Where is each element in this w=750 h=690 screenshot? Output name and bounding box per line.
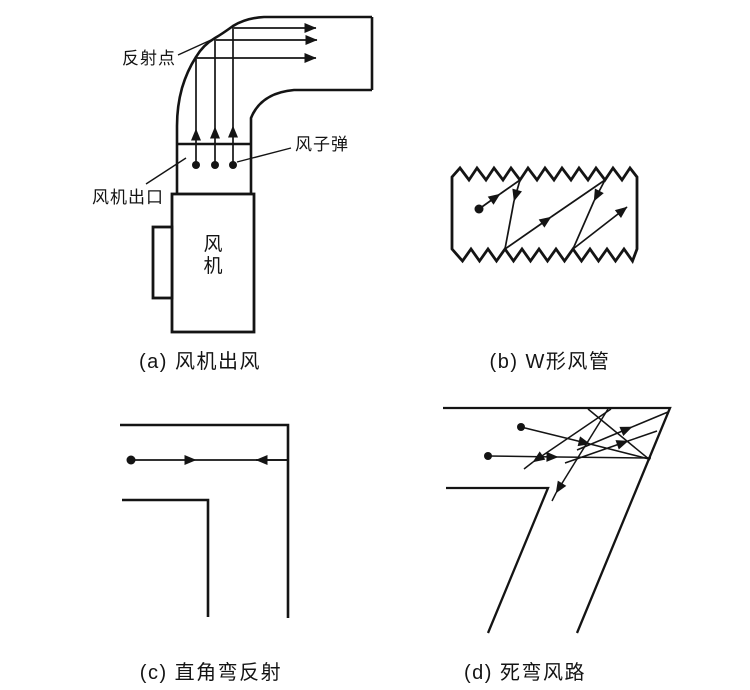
ray-bounce <box>478 193 501 210</box>
ray-bounce <box>589 443 650 460</box>
ray-bounce <box>499 179 521 195</box>
ray-bounce <box>512 179 522 202</box>
ray-bounce <box>550 179 606 218</box>
fan-label-char-1: 风 <box>203 234 222 255</box>
duct-inner-wall <box>249 88 372 194</box>
bend-outer-wall <box>120 423 290 618</box>
duct-outer-wall <box>175 15 372 194</box>
dead-bend-outer-wall <box>443 406 672 634</box>
leader-fan-outlet <box>145 157 187 185</box>
label-wind-bullet: 风子弹 <box>295 135 349 154</box>
leader-reflection-point <box>177 39 212 56</box>
ray-bounce <box>555 408 609 494</box>
ray-bounce <box>487 451 559 462</box>
ray-bounce <box>572 206 628 250</box>
ray-bounce <box>551 492 557 502</box>
ray-bounce <box>557 456 652 459</box>
fan-label-char-2: 机 <box>203 255 222 277</box>
ray-bounce <box>532 408 612 463</box>
caption-c: (c) 直角弯反射 <box>140 661 282 684</box>
label-fan-outlet: 风机出口 <box>92 188 164 207</box>
panel-b: (b) W形风管 <box>450 165 639 373</box>
ray-bounce <box>504 200 515 250</box>
w-duct-outline <box>450 165 639 264</box>
panel-a: 反射点 风子弹 风机出口 风 机 (a) 风机出风 <box>92 15 374 373</box>
label-reflection-point: 反射点 <box>122 49 176 68</box>
particle-dot <box>126 455 136 465</box>
ray-bounce <box>631 411 669 428</box>
dead-bend-inner-wall <box>446 486 550 634</box>
caption-b: (b) W形风管 <box>490 350 611 373</box>
fan-side-box <box>151 225 174 300</box>
ray-bounce <box>504 216 552 250</box>
ray-bounce <box>576 426 633 451</box>
ray-bounce <box>520 426 591 447</box>
bend-inner-wall <box>122 498 210 617</box>
ray-bounce <box>572 200 595 250</box>
panel-c: (c) 直角弯反射 <box>120 423 290 684</box>
ray-bounce <box>523 461 534 470</box>
ray-bounce <box>627 430 658 442</box>
fan-body <box>170 192 256 334</box>
leader-wind-bullet <box>236 147 292 163</box>
caption-a: (a) 风机出风 <box>139 350 261 373</box>
ray-bounce <box>593 179 606 202</box>
caption-d: (d) 死弯风路 <box>464 661 586 684</box>
panel-d: (d) 死弯风路 <box>443 406 672 684</box>
ray-bounce <box>564 440 629 464</box>
